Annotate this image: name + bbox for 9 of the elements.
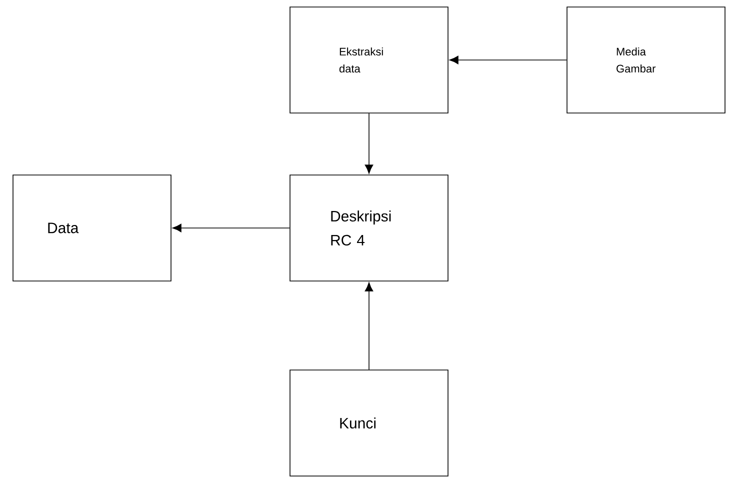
process-box: Kunci — [290, 370, 448, 476]
process-box: Data — [12, 174, 172, 282]
process-box: Deskripsi RC 4 — [290, 174, 448, 282]
process-box: Ekstraksi data — [290, 6, 448, 114]
arrow — [172, 224, 290, 232]
process-box: Media Gambar — [566, 6, 726, 114]
arrow — [364, 282, 374, 370]
arrow — [449, 56, 567, 64]
arrow — [364, 113, 374, 174]
